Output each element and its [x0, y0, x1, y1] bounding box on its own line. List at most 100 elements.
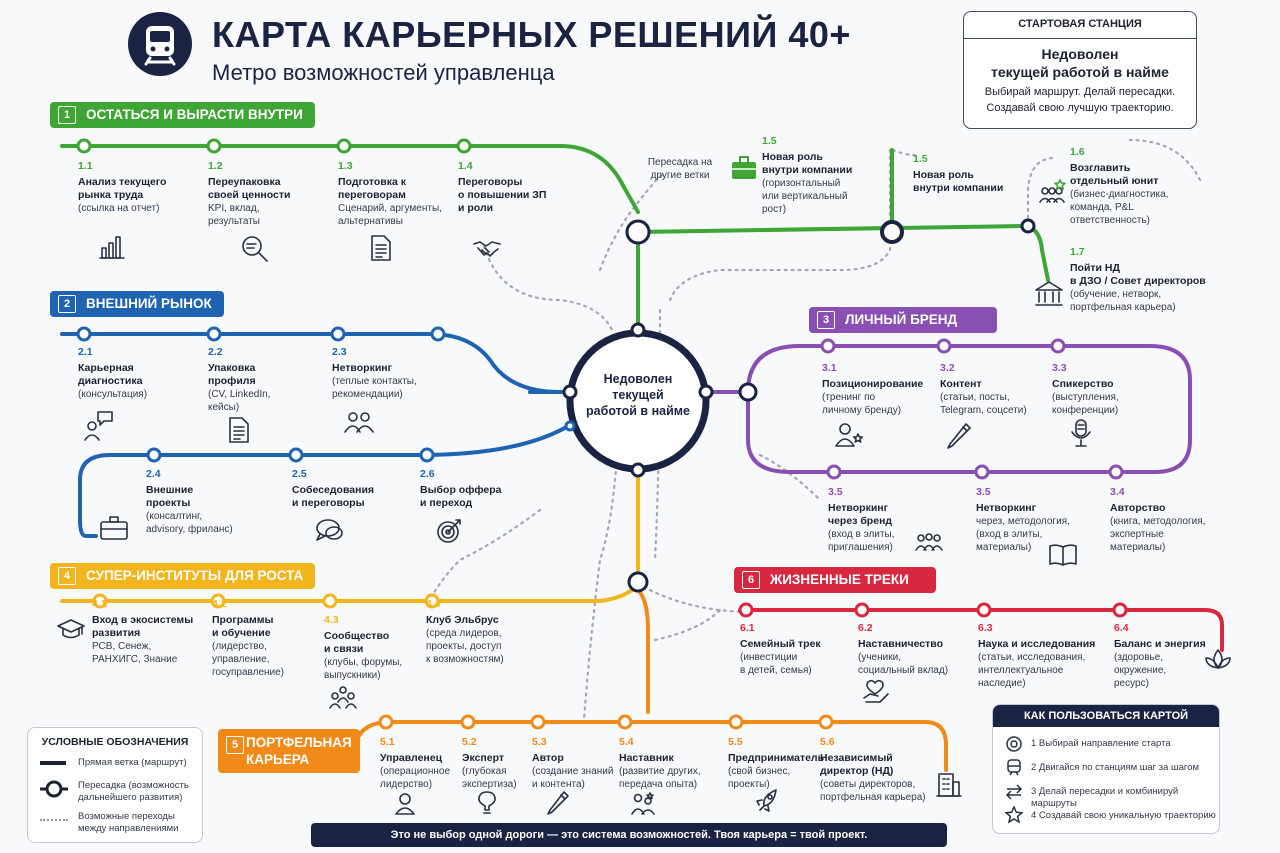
station-description: (ссылка на отчет) — [78, 203, 160, 214]
legend-item-3b: между направлениями — [78, 823, 179, 834]
station-number: 1.5 — [913, 153, 928, 165]
station-1-2-dot[interactable] — [206, 138, 222, 154]
document-icon — [229, 417, 249, 443]
station-description: госуправление) — [212, 667, 285, 678]
station-3-4-dot[interactable] — [1108, 464, 1124, 480]
station-2-1-dot[interactable] — [76, 326, 92, 342]
station-number: 2.2 — [208, 346, 223, 358]
station-description: через, методология, — [976, 516, 1070, 527]
team-star-icon — [1039, 179, 1066, 203]
station-6-3-dot[interactable] — [976, 602, 992, 618]
hub-port-right[interactable] — [698, 384, 714, 400]
station-1-1-dot[interactable] — [76, 138, 92, 154]
station-3-5b-dot[interactable] — [974, 464, 990, 480]
station-description: команда, P&L — [1070, 202, 1134, 213]
station-description: (создание знаний — [532, 766, 614, 777]
line-5-stations — [378, 714, 834, 730]
station-description: (инвестиции — [740, 652, 798, 663]
station-6-1-dot[interactable] — [738, 602, 754, 618]
handshake-icon — [473, 241, 501, 257]
station-number: 4.2 — [212, 598, 227, 610]
station-4-1-dot[interactable] — [92, 593, 108, 609]
transfer-node-yellow[interactable] — [627, 571, 649, 593]
station-title: внутри компании — [762, 164, 853, 176]
station-number: 1.5 — [762, 135, 777, 147]
hub-port-top[interactable] — [630, 322, 646, 338]
station-description: проекты, доступ — [426, 641, 502, 652]
line-2-stations — [76, 326, 446, 463]
station-number: 2.1 — [78, 346, 93, 358]
transfer-node-green[interactable] — [625, 219, 651, 245]
station-description: (вход в элиты, — [976, 529, 1043, 540]
line-1-stations — [76, 138, 472, 154]
station-2-6-dot[interactable] — [419, 447, 435, 463]
chat-icon — [316, 519, 343, 541]
hub-line-3: работой в найме — [586, 404, 690, 418]
station-4-2-dot[interactable] — [210, 593, 226, 609]
station-description: (теплые контакты, — [332, 376, 417, 387]
station-description: (развитие других, — [619, 766, 701, 777]
station-title: в ДЗО / Совет директоров — [1070, 275, 1206, 287]
station-5-6-dot[interactable] — [818, 714, 834, 730]
hub-port-left[interactable] — [562, 384, 578, 400]
station-3-3-dot[interactable] — [1050, 338, 1066, 354]
station-3-1-dot[interactable] — [820, 338, 836, 354]
station-2-4-dot[interactable] — [146, 447, 162, 463]
station-title: Контент — [940, 378, 982, 390]
station-description: (статьи, посты, — [940, 392, 1010, 403]
station-2-3-dot[interactable] — [330, 326, 346, 342]
hub-port-bottom[interactable] — [630, 462, 646, 478]
line-5-badge[interactable]: 5 ПОРТФЕЛЬНАЯ КАРЬЕРА — [218, 729, 360, 773]
station-4-3-dot[interactable] — [322, 593, 338, 609]
station-title: Предприниматель — [728, 752, 825, 764]
station-description: Telegram, соцсети) — [940, 405, 1027, 416]
station-title: переговорам — [338, 189, 406, 201]
station-description: (выступления, — [1052, 392, 1119, 403]
station-title: рынка труда — [78, 189, 144, 201]
station-3-5a-dot[interactable] — [826, 464, 842, 480]
station-description: (здоровье, — [1114, 652, 1164, 663]
transfer-node-purple[interactable] — [738, 382, 758, 402]
station-number: 4.4 — [426, 598, 441, 610]
station-title: Нетворкинг — [976, 502, 1036, 514]
line-5-track — [353, 588, 948, 772]
line-1-number: 1 — [58, 106, 76, 124]
station-title: и связи — [324, 643, 364, 655]
station-description: (среда лидеров, — [426, 628, 502, 639]
station-title: профиля — [208, 375, 256, 387]
transfer-node-green-2[interactable] — [880, 220, 904, 244]
station-5-5-dot[interactable] — [728, 714, 744, 730]
station-2-5-dot[interactable] — [288, 447, 304, 463]
station-2-2-dot[interactable] — [206, 326, 222, 342]
station-number: 3.3 — [1052, 362, 1067, 374]
station-description: (свой бизнес, — [728, 766, 791, 777]
station-description: (обучение, нетворк, — [1070, 289, 1162, 300]
legend-item-3a: Возможные переходы — [78, 811, 175, 822]
station-3-2-dot[interactable] — [936, 338, 952, 354]
station-1-3-dot[interactable] — [336, 138, 352, 154]
station-4-4-dot[interactable] — [424, 593, 440, 609]
station-6-4-dot[interactable] — [1112, 602, 1128, 618]
station-number: 1.7 — [1070, 246, 1085, 258]
station-description: РАНХИГС, Знание — [92, 654, 178, 665]
station-2-junction-dot[interactable] — [430, 326, 446, 342]
station-5-2-dot[interactable] — [460, 714, 476, 730]
station-5-4-dot[interactable] — [617, 714, 633, 730]
station-6-2-dot[interactable] — [854, 602, 870, 618]
briefcase-icon — [100, 516, 128, 540]
transfer-node-1-6[interactable] — [1020, 218, 1036, 234]
institution-icon — [1035, 281, 1063, 306]
station-description: портфельная карьера) — [820, 792, 926, 803]
station-description: рост) — [762, 204, 787, 215]
station-1-4-dot[interactable] — [456, 138, 472, 154]
station-title: Вход в экосистемы — [92, 614, 194, 626]
station-5-1-dot[interactable] — [378, 714, 394, 730]
station-5-3-dot[interactable] — [530, 714, 546, 730]
station-title: проекты — [146, 497, 191, 509]
